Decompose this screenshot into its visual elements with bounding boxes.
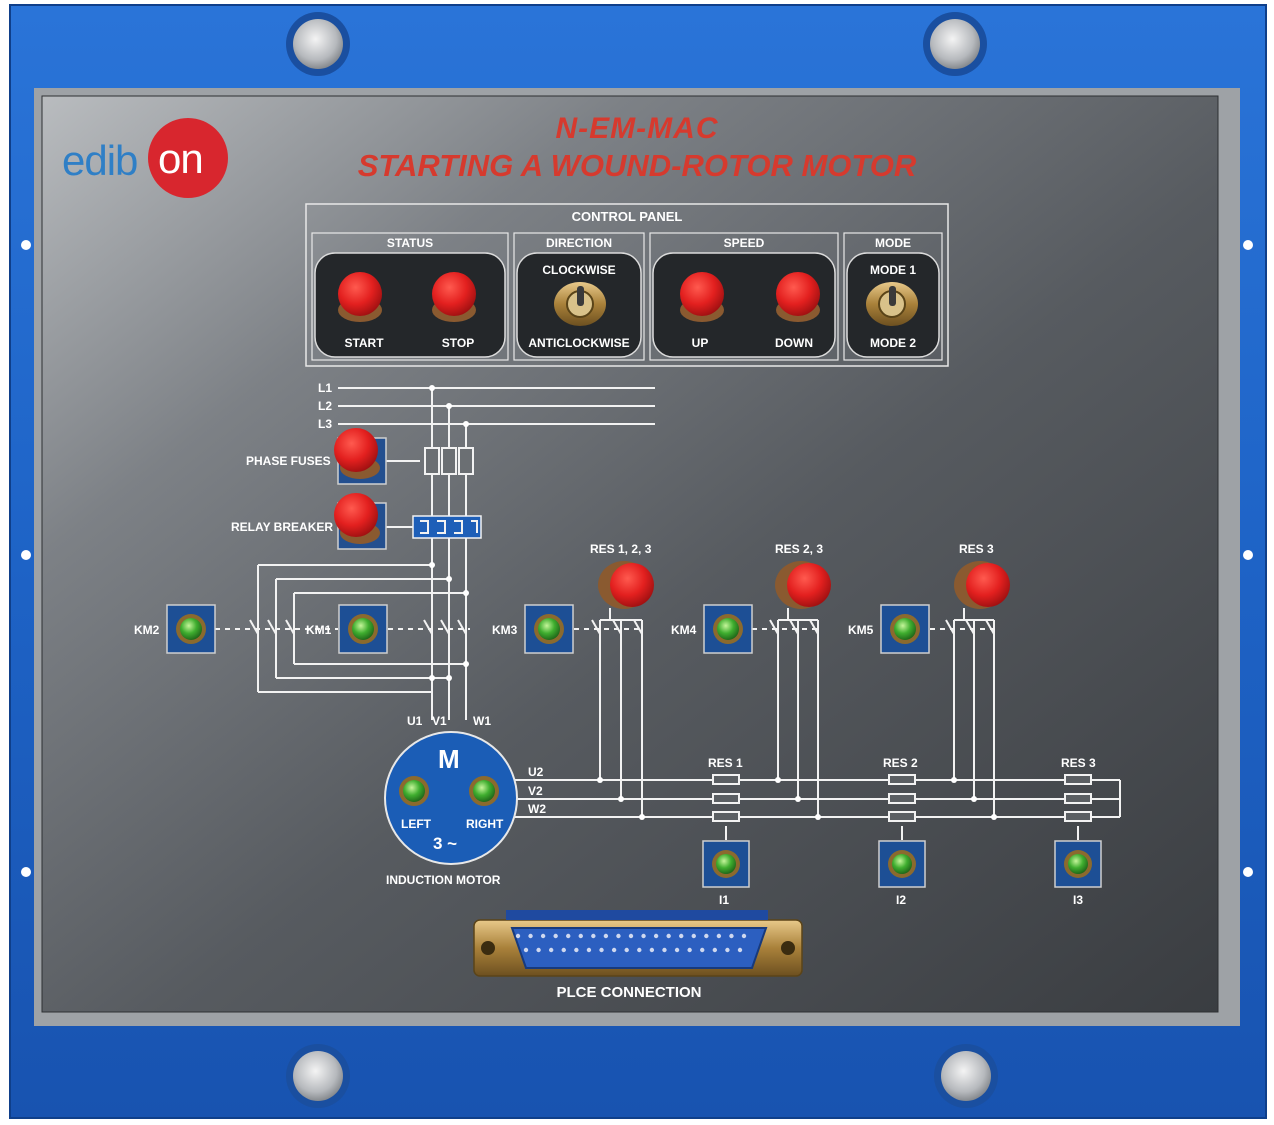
km1-label: KM1 <box>306 623 332 637</box>
plce-connector[interactable] <box>474 910 802 976</box>
res1-label: RES 1 <box>708 756 743 770</box>
start-label: START <box>344 336 384 350</box>
stop-label: STOP <box>441 336 475 350</box>
direction-heading: DIRECTION <box>546 236 612 250</box>
stop-button[interactable] <box>424 266 484 326</box>
induction-motor-symbol <box>384 731 518 865</box>
anticlockwise-label: ANTICLOCKWISE <box>528 336 630 350</box>
res3-resistor-label: RES 3 <box>1061 756 1096 770</box>
res23-button[interactable] <box>771 558 843 612</box>
line-l3-label: L3 <box>318 417 333 431</box>
res3-button[interactable] <box>950 558 1022 612</box>
i2-indicator-lamp <box>878 840 926 888</box>
res2-label: RES 2 <box>883 756 918 770</box>
km3-label: KM3 <box>492 623 518 637</box>
km2-indicator-lamp <box>166 604 216 654</box>
speed-up-button[interactable] <box>672 266 732 326</box>
model-title: N-EM-MAC <box>555 112 719 145</box>
down-label: DOWN <box>775 336 813 350</box>
line-l1-label: L1 <box>318 381 333 395</box>
u1-label: U1 <box>407 714 423 728</box>
mode-toggle-switch[interactable] <box>864 278 920 328</box>
i2-label: I2 <box>896 893 907 907</box>
relay-breaker-button[interactable] <box>330 489 390 553</box>
w2-label: W2 <box>528 802 546 816</box>
i1-label: I1 <box>719 893 730 907</box>
relay-breaker-label: RELAY BREAKER <box>231 520 334 534</box>
km4-indicator-lamp <box>703 604 753 654</box>
km1-indicator-lamp <box>338 604 388 654</box>
v2-label: V2 <box>528 784 543 798</box>
right-label: RIGHT <box>466 817 504 831</box>
res123-button[interactable] <box>594 558 666 612</box>
i1-indicator-lamp <box>702 840 750 888</box>
res23-label: RES 2, 3 <box>775 542 824 556</box>
control-panel-heading: CONTROL PANEL <box>571 209 683 224</box>
phase-fuses-button[interactable] <box>330 424 390 488</box>
speed-down-button[interactable] <box>768 266 828 326</box>
phase-fuses-label: PHASE FUSES <box>246 454 331 468</box>
right-direction-lamp <box>469 776 499 806</box>
clockwise-label: CLOCKWISE <box>542 263 616 277</box>
status-heading: STATUS <box>386 236 434 250</box>
mode2-label: MODE 2 <box>869 336 916 350</box>
left-direction-lamp <box>399 776 429 806</box>
edibon-logo-text: edib <box>62 137 138 184</box>
w1-label: W1 <box>473 714 491 728</box>
i3-indicator-lamp <box>1054 840 1102 888</box>
i3-label: I3 <box>1073 893 1084 907</box>
motor-phase: 3 ~ <box>433 834 458 853</box>
induction-motor-label: INDUCTION MOTOR <box>386 873 501 887</box>
left-label: LEFT <box>401 817 431 831</box>
mode-heading: MODE <box>875 236 911 250</box>
bolt-icon <box>286 12 998 1108</box>
relay-breaker-symbol <box>412 515 482 539</box>
up-label: UP <box>691 336 709 350</box>
speed-heading: SPEED <box>723 236 765 250</box>
res3-label: RES 3 <box>959 542 994 556</box>
res123-label: RES 1, 2, 3 <box>590 542 652 556</box>
km2-label: KM2 <box>134 623 160 637</box>
direction-toggle-switch[interactable] <box>552 278 608 328</box>
v1-label: V1 <box>432 714 447 728</box>
km5-indicator-lamp <box>880 604 930 654</box>
edibon-logo-accent: on <box>158 135 204 182</box>
plce-connection-label: PLCE CONNECTION <box>556 984 702 1001</box>
u2-label: U2 <box>528 765 544 779</box>
edibon-logo-mark: on <box>148 118 228 198</box>
line-l2-label: L2 <box>318 399 333 413</box>
km5-label: KM5 <box>848 623 874 637</box>
motor-symbol: M <box>438 744 460 774</box>
start-button[interactable] <box>330 266 390 326</box>
page-title: STARTING A WOUND-ROTOR MOTOR <box>357 148 917 183</box>
fuse-symbol <box>424 447 474 475</box>
km3-indicator-lamp <box>524 604 574 654</box>
mode1-label: MODE 1 <box>869 263 916 277</box>
km4-label: KM4 <box>671 623 697 637</box>
